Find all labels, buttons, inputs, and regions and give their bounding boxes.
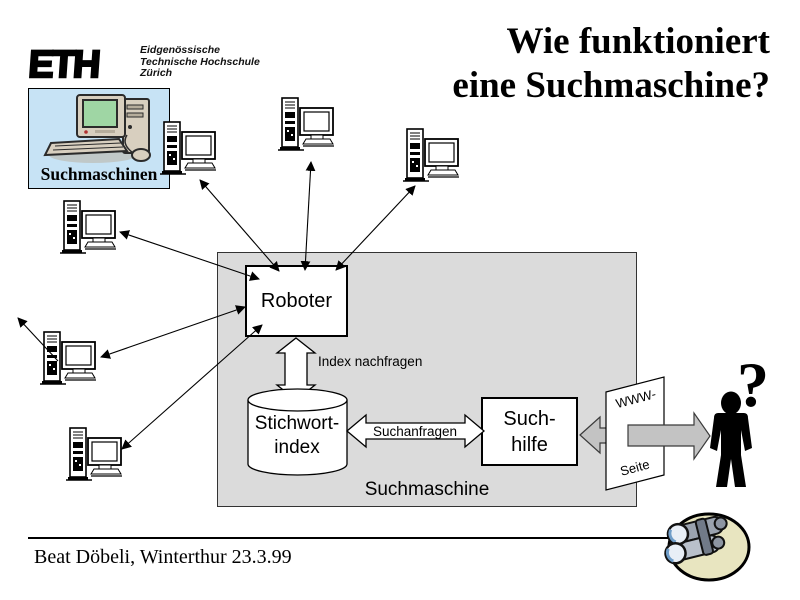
web-link-line [17, 317, 59, 362]
eth-name: Eidgenössische Technische Hochschule Zür… [140, 44, 260, 80]
suchhilfe-line-2: hilfe [511, 433, 548, 456]
eth-wordmark: ETH [28, 44, 100, 84]
eth-name-line-3: Zürich [140, 67, 173, 79]
roboter-box: Roboter [245, 265, 348, 337]
eth-name-line-2: Technische Hochschule [140, 55, 260, 68]
suchhilfe-box: Such- hilfe [481, 397, 578, 466]
suchmaschinen-box: Suchmaschinen [28, 88, 170, 189]
suchmaschinen-label: Suchmaschinen [40, 164, 158, 184]
computer-icon [60, 200, 117, 254]
footer-divider [28, 537, 668, 539]
computer-icon [40, 331, 97, 385]
footer-credit: Beat Döbeli, Winterthur 23.3.99 [34, 546, 292, 568]
binoculars-icon [664, 512, 751, 582]
roboter-label: Roboter [260, 289, 333, 312]
result-arrow-right [627, 411, 711, 461]
eth-name-line-1: Eidgenössische [140, 44, 220, 56]
eth-logo-icon: ETH [28, 44, 101, 84]
title-line-1: Wie funktioniert [506, 21, 770, 62]
suchmaschine-label: Suchmaschine [364, 479, 490, 500]
computer-icon [403, 128, 460, 182]
desktop-computer-clipart-icon [43, 94, 151, 163]
page-title: Wie funktioniert eine Suchmaschine? [452, 20, 770, 109]
suchhilfe-line-1: Such- [503, 407, 556, 430]
person-silhouette-icon [710, 391, 752, 487]
question-mark: ? [737, 349, 769, 420]
computer-icon [278, 97, 335, 151]
title-line-2: eine Suchmaschine? [452, 65, 770, 107]
computer-icon [66, 427, 123, 481]
